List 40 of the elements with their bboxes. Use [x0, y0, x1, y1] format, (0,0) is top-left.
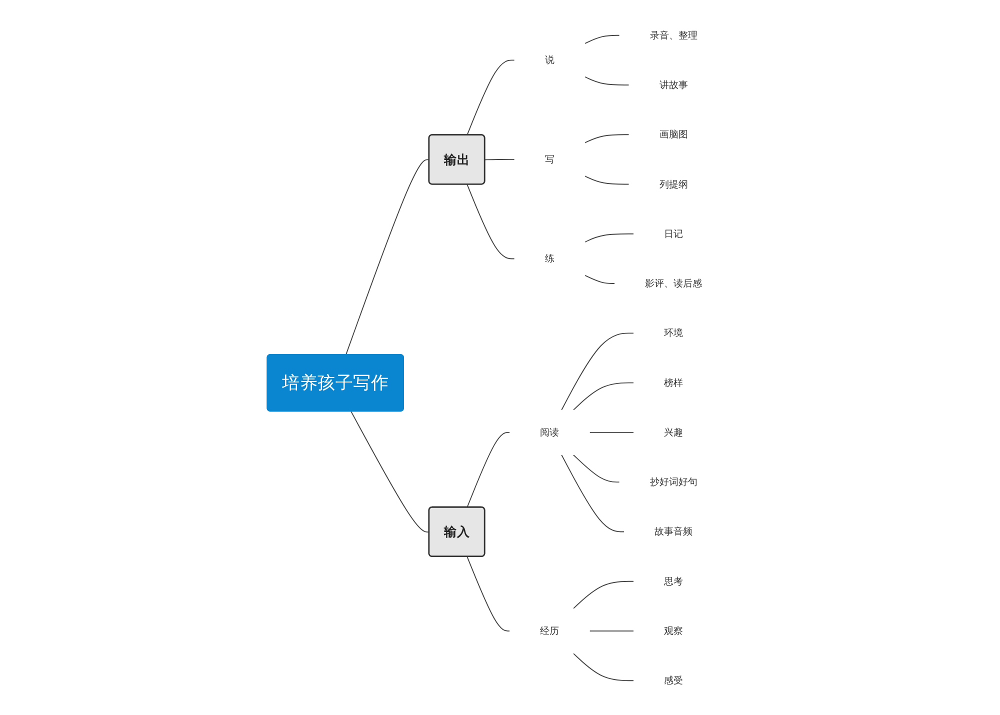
node-text: 经历 — [540, 624, 560, 636]
connector — [484, 158, 516, 160]
connector — [584, 232, 635, 242]
connector — [584, 134, 630, 143]
node-text: 练 — [545, 252, 555, 264]
connector — [346, 158, 430, 355]
node-text: 讲故事 — [660, 78, 688, 90]
node-text: 榜样 — [664, 376, 684, 388]
connector — [573, 454, 620, 482]
connector — [589, 630, 635, 631]
node-text: 说 — [545, 54, 555, 66]
node-text: 环境 — [664, 326, 684, 338]
connector — [573, 382, 635, 410]
connector — [584, 76, 630, 85]
connector — [584, 34, 620, 44]
connector — [466, 183, 516, 259]
node-text: 录音、整理 — [650, 29, 698, 40]
connector — [466, 431, 511, 508]
node-text: 故事音频 — [654, 525, 693, 537]
connector — [561, 332, 635, 410]
connector — [573, 580, 635, 609]
connector — [584, 274, 616, 284]
node-text: 影评、读后感 — [645, 277, 702, 289]
connector — [584, 175, 630, 184]
node-text: 列提纲 — [660, 178, 688, 190]
node-text: 思考 — [664, 575, 684, 586]
node-text: 抄好词好句 — [650, 476, 698, 488]
connector — [466, 556, 511, 631]
node-text: 阅读 — [540, 426, 560, 438]
connector — [589, 431, 635, 432]
node-text: 兴趣 — [664, 426, 684, 438]
node-text: 日记 — [664, 228, 684, 239]
node-text: 感受 — [664, 674, 684, 686]
node-text: 观察 — [664, 624, 684, 636]
connector — [561, 454, 626, 532]
connector — [573, 652, 635, 681]
node-text: 画脑图 — [660, 128, 688, 140]
node-text: 写 — [545, 153, 555, 164]
connector — [466, 59, 516, 136]
connector — [350, 410, 430, 532]
